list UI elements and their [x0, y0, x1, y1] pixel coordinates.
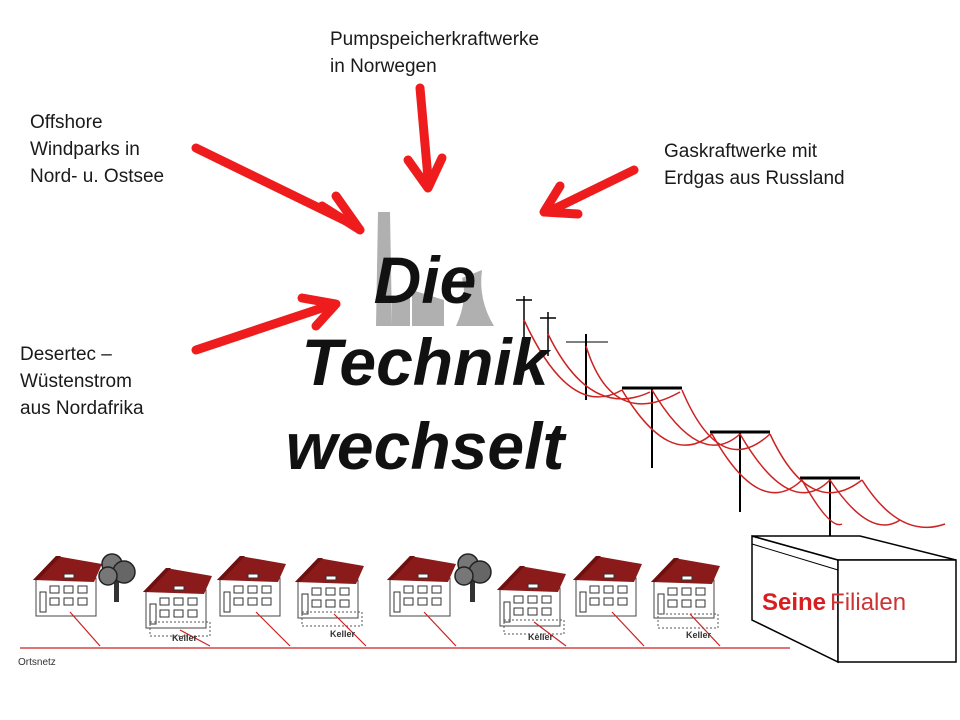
power-line — [516, 296, 946, 560]
store-building — [751, 535, 957, 664]
title-line-3: wechselt — [285, 409, 565, 483]
title-line-1: Die — [373, 243, 477, 317]
cellar-outlines — [149, 611, 719, 637]
arrow-from-gas — [539, 165, 639, 219]
label-offshore-wind: Offshore Windparks in Nord- u. Ostsee — [30, 112, 165, 187]
label-desertec: Desertec – Wüstenstrom aus Nordafrika — [20, 344, 144, 419]
power-plant-icon — [376, 212, 494, 326]
title-line-2: Technik — [301, 325, 549, 399]
arrow-from-pump — [403, 83, 447, 193]
label-gas-plants: Gaskraftwerke mit Erdgas aus Russland — [664, 141, 845, 189]
arrow-from-offshore — [191, 143, 365, 235]
cellar-label-2: Keller — [330, 629, 356, 639]
grid-label: Ortsnetz — [18, 657, 56, 668]
cellar-label-1: Keller — [172, 633, 198, 643]
store-word-seine: Seine — [762, 589, 827, 616]
cellar-label-4: Keller — [686, 630, 712, 640]
local-grid — [20, 611, 790, 649]
arrow-from-desertec — [191, 293, 341, 355]
label-pump-storage: Pumpspeicherkraftwerke in Norwegen — [330, 29, 540, 77]
cellar-label-3: Keller — [528, 632, 554, 642]
store-word-filialen: Filialen — [830, 589, 907, 616]
